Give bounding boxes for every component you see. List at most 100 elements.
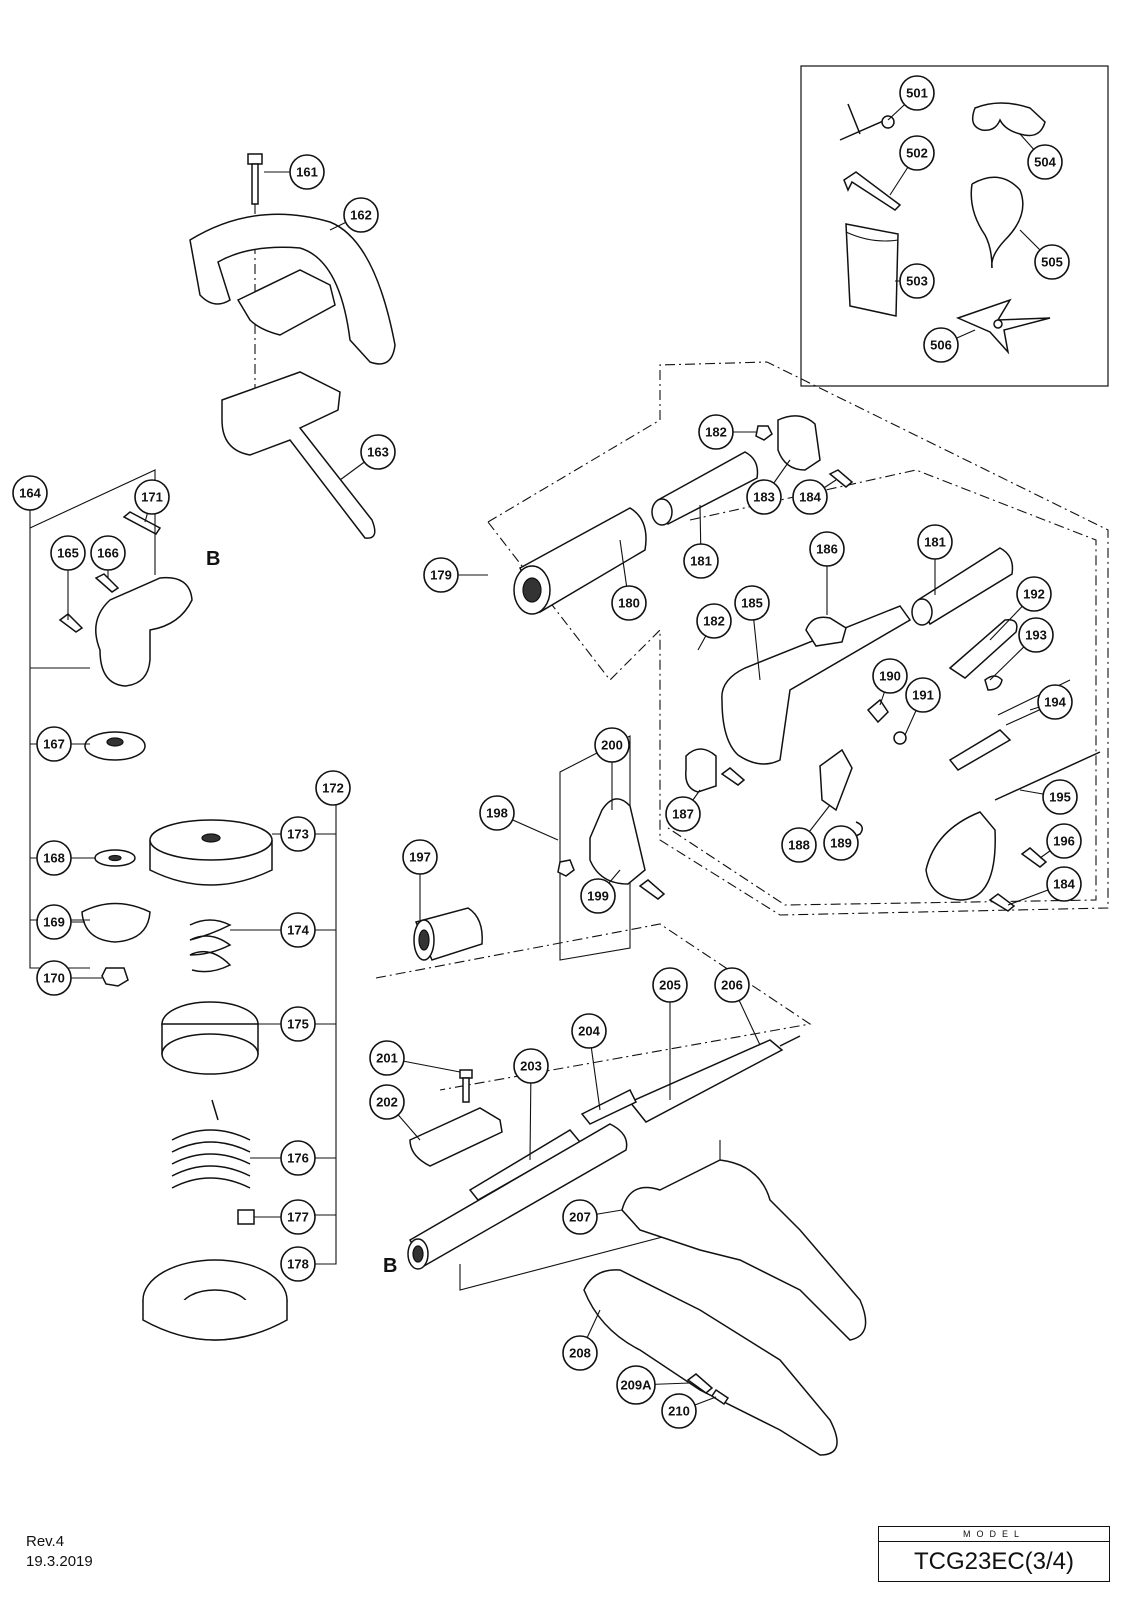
handle-upper xyxy=(189,213,396,365)
callout-circle xyxy=(899,75,935,111)
callout-circle xyxy=(899,135,935,171)
part-callout-200: 200 xyxy=(594,727,630,763)
callout-circle xyxy=(571,1013,607,1049)
callout-label: 175 xyxy=(287,1017,309,1032)
callout-label: 191 xyxy=(912,688,934,703)
callout-circle xyxy=(50,535,86,571)
section-marker-bottom: B xyxy=(383,1255,397,1277)
callout-label: 196 xyxy=(1053,834,1075,849)
part-callout-166: 166 xyxy=(90,535,126,571)
callout-label: 190 xyxy=(879,669,901,684)
part-callout-183: 183 xyxy=(746,479,782,515)
cutter-base xyxy=(142,1259,288,1341)
accessory-box xyxy=(800,65,1109,387)
cup-169 xyxy=(81,902,151,943)
gear-case xyxy=(95,576,193,687)
callout-circle xyxy=(369,1084,405,1120)
clamp-187 xyxy=(685,748,717,793)
callout-label: 161 xyxy=(296,165,318,180)
callout-circle xyxy=(899,263,935,299)
callout-circle xyxy=(661,1393,697,1429)
bracket-200 xyxy=(589,798,646,885)
part-callout-170: 170 xyxy=(36,960,72,996)
lever-192 xyxy=(948,619,1018,679)
callout-label: 200 xyxy=(601,738,623,753)
callout-label: 162 xyxy=(350,208,372,223)
model-label: MODEL xyxy=(879,1527,1109,1542)
part-callout-167: 167 xyxy=(36,726,72,762)
callout-label: 503 xyxy=(906,274,928,289)
callout-label: 181 xyxy=(924,535,946,550)
callout-label: 171 xyxy=(141,490,163,505)
callout-circle xyxy=(513,1048,549,1084)
callout-label: 501 xyxy=(906,86,928,101)
part-callout-181: 181 xyxy=(917,524,953,560)
callout-circle xyxy=(594,727,630,763)
callout-label: 188 xyxy=(788,838,810,853)
callout-label: 163 xyxy=(367,445,389,460)
part-callout-199: 199 xyxy=(580,878,616,914)
grip-tube-small xyxy=(651,451,759,526)
screw-184-lower xyxy=(988,893,1016,912)
callout-circle xyxy=(479,795,515,831)
part-callout-187: 187 xyxy=(665,796,701,832)
callout-circle xyxy=(611,585,647,621)
part-callout-209A: 209A xyxy=(616,1365,656,1405)
callout-circle xyxy=(562,1335,598,1371)
callout-label: 183 xyxy=(753,490,775,505)
tool-bag xyxy=(845,223,899,317)
part-callout-192: 192 xyxy=(1016,576,1052,612)
part-callout-193: 193 xyxy=(1018,617,1054,653)
shoulder-strap xyxy=(970,176,1024,269)
part-callout-163: 163 xyxy=(360,434,396,470)
part-callout-205: 205 xyxy=(652,967,688,1003)
callout-label: 202 xyxy=(376,1095,398,1110)
part-callout-195: 195 xyxy=(1042,779,1078,815)
grip-group-outline xyxy=(487,361,1109,916)
callout-circle xyxy=(36,726,72,762)
part-callout-182: 182 xyxy=(698,414,734,450)
part-callout-184: 184 xyxy=(1046,866,1082,902)
part-callout-161: 161 xyxy=(289,154,325,190)
part-callout-204: 204 xyxy=(571,1013,607,1049)
part-callout-198: 198 xyxy=(479,795,515,831)
part-193 xyxy=(984,675,1003,691)
part-callout-185: 185 xyxy=(734,585,770,621)
part-callout-184: 184 xyxy=(792,479,828,515)
part-callout-503: 503 xyxy=(899,263,935,299)
part-callout-190: 190 xyxy=(872,658,908,694)
part-callout-182: 182 xyxy=(696,603,732,639)
box-wrench xyxy=(839,103,895,141)
part-callout-173: 173 xyxy=(280,816,316,852)
callout-label: 203 xyxy=(520,1059,542,1074)
callout-circle xyxy=(423,557,459,593)
callout-label: 192 xyxy=(1023,587,1045,602)
callout-circle xyxy=(280,912,316,948)
part-204 xyxy=(580,1088,638,1125)
part-callout-180: 180 xyxy=(611,585,647,621)
callout-circle xyxy=(562,1199,598,1235)
callout-label: 505 xyxy=(1041,255,1063,270)
revision-number: Rev.4 xyxy=(26,1533,65,1550)
callout-circle xyxy=(665,796,701,832)
screw-199 xyxy=(638,879,666,900)
callout-label: 185 xyxy=(741,596,763,611)
callout-circle xyxy=(90,535,126,571)
callout-circle xyxy=(696,603,732,639)
callout-label: 184 xyxy=(799,490,821,505)
callout-circle xyxy=(280,1006,316,1042)
callout-circle xyxy=(369,1040,405,1076)
guard-207 xyxy=(621,1159,867,1341)
callout-circle xyxy=(1042,779,1078,815)
screw-165 xyxy=(58,613,84,633)
part-callout-197: 197 xyxy=(402,839,438,875)
blade-holder xyxy=(84,731,146,761)
callout-label: 206 xyxy=(721,978,743,993)
callout-label: 189 xyxy=(830,836,852,851)
callout-label: 506 xyxy=(930,338,952,353)
guard-208 xyxy=(583,1269,838,1456)
callout-label: 182 xyxy=(703,614,725,629)
section-marker-top: B xyxy=(206,548,220,570)
drive-shaft xyxy=(628,1035,801,1123)
screw-184 xyxy=(828,469,854,488)
